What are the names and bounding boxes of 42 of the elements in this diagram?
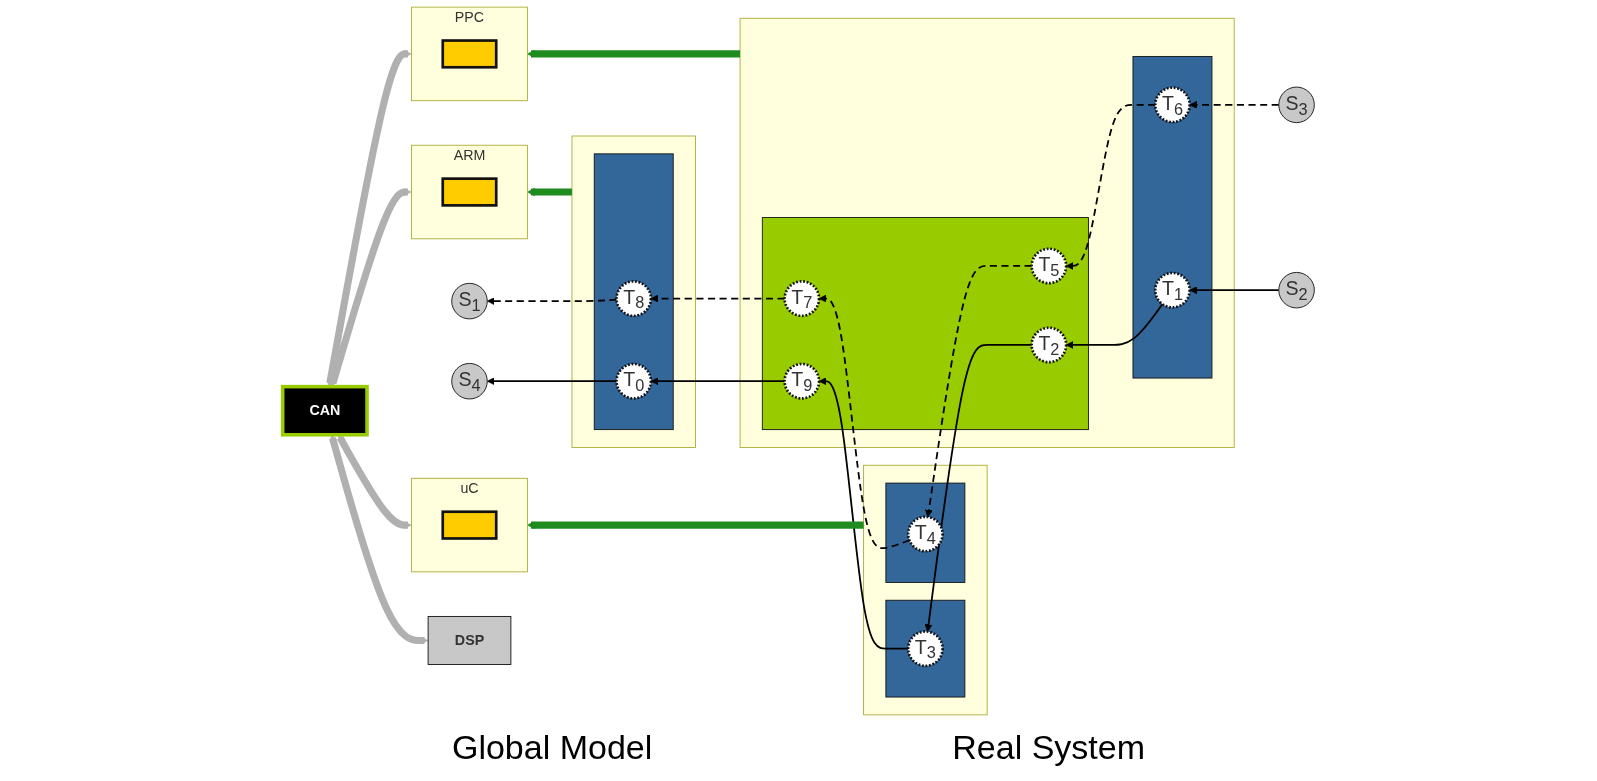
node-box — [441, 510, 498, 540]
arrow — [527, 188, 572, 196]
node-circle: T$_{8}$ — [615, 280, 653, 318]
node-circle: S$_{3}$ — [1278, 86, 1315, 124]
cluster: uC — [411, 477, 528, 573]
diagram-label: Real System — [952, 728, 1146, 767]
node-circle: T$_{6}$ — [1153, 86, 1191, 124]
node-circle: T$_{4}$ — [906, 515, 944, 553]
node-circle: S$_{1}$ — [451, 282, 488, 320]
node-circle: T$_{2}$ — [1030, 326, 1068, 364]
arrow — [326, 50, 412, 387]
arrow — [1065, 303, 1164, 349]
cluster — [761, 217, 1089, 431]
node-box — [441, 177, 498, 207]
cluster — [885, 482, 966, 583]
arrow — [527, 50, 741, 58]
cluster — [885, 599, 966, 698]
arrow — [1189, 100, 1280, 109]
cluster: PPC — [411, 6, 528, 102]
cluster — [571, 135, 696, 448]
node-box: DSP — [427, 616, 512, 665]
node-circle: T$_{5}$ — [1030, 247, 1068, 285]
node-circle: T$_{7}$ — [783, 280, 821, 318]
node-circle: T$_{3}$ — [906, 630, 944, 668]
arrow — [527, 521, 864, 529]
node-circle: T$_{9}$ — [783, 362, 821, 400]
node-box — [441, 39, 498, 69]
cluster — [593, 153, 674, 431]
arrow — [329, 434, 429, 645]
cluster — [1132, 56, 1213, 379]
arrow — [1189, 286, 1280, 295]
node-circle: T$_{1}$ — [1153, 271, 1191, 309]
cluster — [739, 17, 1235, 448]
diagram-label: Global Model — [451, 728, 653, 767]
arrow — [337, 434, 412, 529]
cluster — [863, 464, 988, 716]
cluster: ARM — [411, 144, 528, 240]
arrow — [329, 188, 412, 387]
node-box: CAN — [280, 384, 369, 437]
node-circle: S$_{4}$ — [451, 363, 488, 400]
node-circle: S$_{2}$ — [1278, 271, 1315, 309]
node-circle: T$_{0}$ — [615, 362, 653, 400]
